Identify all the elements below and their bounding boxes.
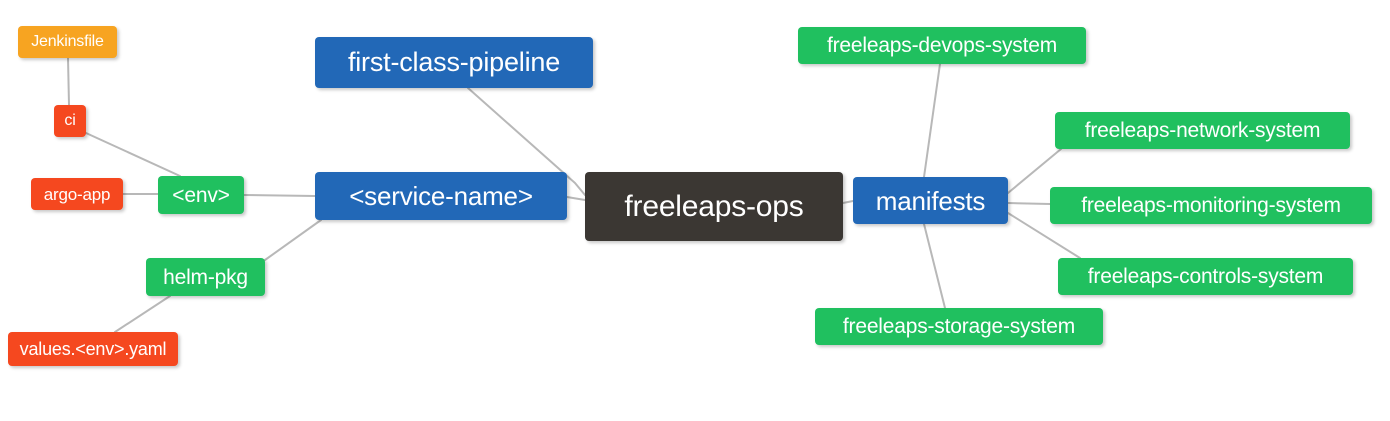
node-manifests[interactable]: manifests <box>853 177 1008 224</box>
edge-ci-to-jenkinsfile <box>67 57 70 106</box>
node-values-env-yaml[interactable]: values.<env>.yaml <box>8 332 178 366</box>
node-freeleaps-storage-system[interactable]: freeleaps-storage-system <box>815 308 1103 345</box>
node-argo-app[interactable]: argo-app <box>31 178 123 210</box>
edge-freeleaps-ops-to-service-name <box>566 196 586 201</box>
edge-env-to-ci <box>85 132 181 177</box>
node-service-name[interactable]: <service-name> <box>315 172 567 220</box>
edge-manifests-to-freeleaps-storage-system <box>923 223 946 309</box>
node-env[interactable]: <env> <box>158 176 244 214</box>
node-freeleaps-controls-system[interactable]: freeleaps-controls-system <box>1058 258 1353 295</box>
edge-manifests-to-freeleaps-devops-system <box>923 63 941 178</box>
node-first-class-pipeline[interactable]: first-class-pipeline <box>315 37 593 88</box>
node-jenkinsfile[interactable]: Jenkinsfile <box>18 26 117 58</box>
node-freeleaps-devops-system[interactable]: freeleaps-devops-system <box>798 27 1086 64</box>
edge-manifests-to-freeleaps-monitoring-system <box>1007 202 1051 205</box>
node-ci[interactable]: ci <box>54 105 86 137</box>
node-freeleaps-monitoring-system[interactable]: freeleaps-monitoring-system <box>1050 187 1372 224</box>
edge-service-name-to-env <box>243 194 316 197</box>
node-freeleaps-network-system[interactable]: freeleaps-network-system <box>1055 112 1350 149</box>
edge-helm-pkg-to-values-env-yaml <box>114 295 171 333</box>
edge-service-name-to-helm-pkg <box>264 219 322 261</box>
node-freeleaps-ops[interactable]: freeleaps-ops <box>585 172 843 241</box>
node-helm-pkg[interactable]: helm-pkg <box>146 258 265 296</box>
edge-freeleaps-ops-to-manifests <box>842 200 854 204</box>
